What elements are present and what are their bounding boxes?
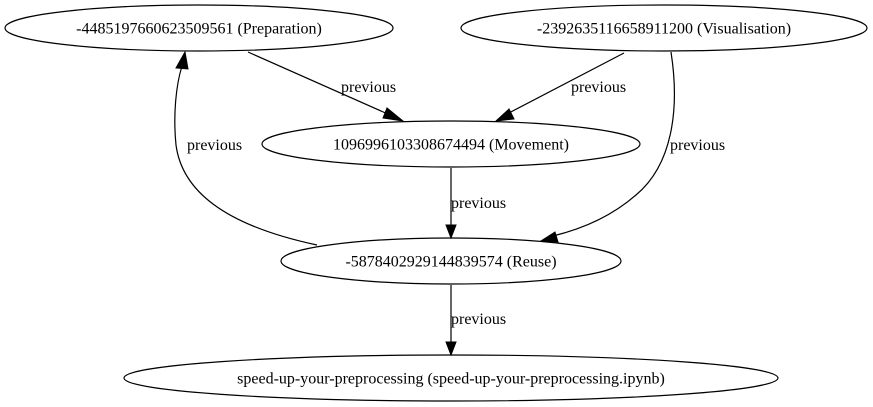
node-preparation-shape xyxy=(4,4,394,52)
node-visualisation: -2392635116658911200 (Visualisation) xyxy=(460,4,868,52)
node-movement-shape xyxy=(261,120,641,168)
node-movement: 1096996103308674494 (Movement) xyxy=(261,120,641,168)
edge-reuse-to-preparation-label: previous xyxy=(187,137,242,154)
edge-reuse-to-preparation: previous xyxy=(174,50,318,246)
edge-reuse-to-preparation-arrowhead xyxy=(175,50,189,70)
edge-preparation-to-movement-line xyxy=(247,51,391,116)
node-reuse-label: -5878402929144839574 (Reuse) xyxy=(345,254,556,271)
edge-visualisation-to-movement-line xyxy=(506,52,625,115)
edge-visualisation-to-movement: previous xyxy=(494,52,626,122)
node-preparation-label: -4485197660623509561 (Preparation) xyxy=(76,21,322,38)
edge-visualisation-to-reuse-arrowhead xyxy=(539,231,559,243)
edge-movement-to-reuse: previous xyxy=(445,168,506,240)
edge-reuse-to-notebook-arrowhead xyxy=(445,341,457,357)
edge-preparation-to-movement-arrowhead xyxy=(382,107,405,122)
edge-movement-to-reuse-label: previous xyxy=(451,195,506,212)
edge-preparation-to-movement: previous xyxy=(247,51,405,122)
edge-reuse-to-notebook: previous xyxy=(445,285,506,357)
edge-reuse-to-preparation-line xyxy=(174,65,318,246)
node-visualisation-label: -2392635116658911200 (Visualisation) xyxy=(537,21,791,38)
node-preparation: -4485197660623509561 (Preparation) xyxy=(4,4,394,52)
edge-preparation-to-movement-label: previous xyxy=(341,79,396,96)
edge-visualisation-to-movement-arrowhead xyxy=(494,108,515,122)
edge-visualisation-to-reuse-label: previous xyxy=(670,137,725,154)
edge-movement-to-reuse-arrowhead xyxy=(445,224,457,240)
node-notebook: speed-up-your-preprocessing (speed-up-yo… xyxy=(123,354,779,402)
edge-visualisation-to-movement-label: previous xyxy=(571,79,626,96)
node-movement-label: 1096996103308674494 (Movement) xyxy=(333,137,569,154)
edge-visualisation-to-reuse-line xyxy=(552,51,675,237)
node-notebook-label: speed-up-your-preprocessing (speed-up-yo… xyxy=(237,371,665,388)
edge-reuse-to-notebook-label: previous xyxy=(451,311,506,328)
node-visualisation-shape xyxy=(460,4,868,52)
edge-visualisation-to-reuse: previous xyxy=(539,51,725,243)
node-reuse: -5878402929144839574 (Reuse) xyxy=(280,237,622,285)
